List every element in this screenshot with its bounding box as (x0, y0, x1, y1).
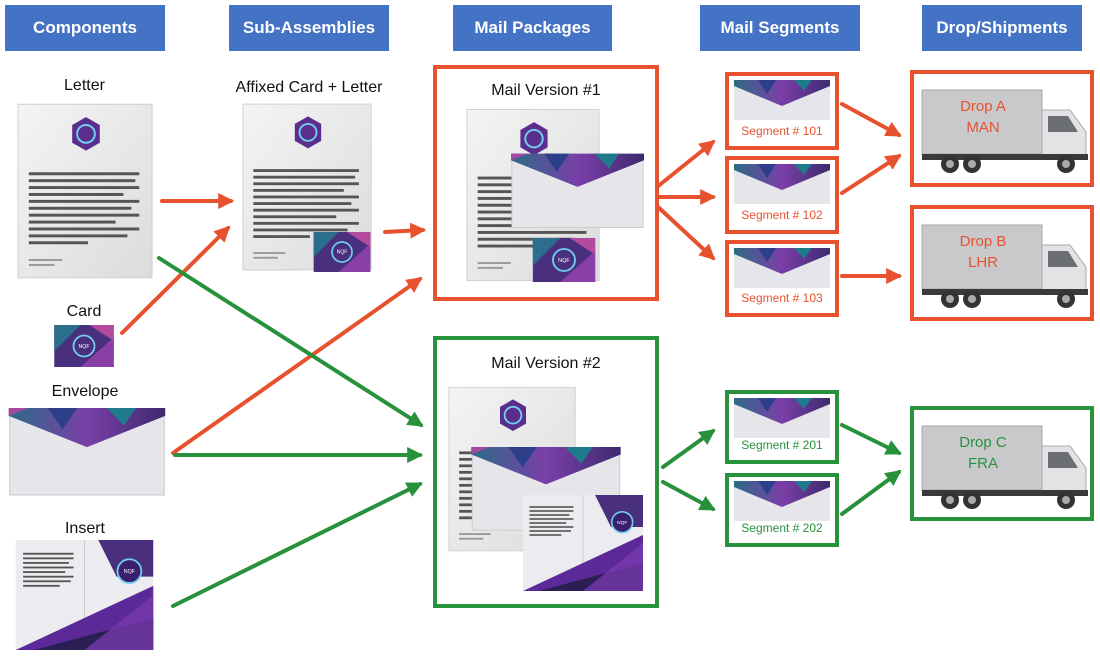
drop-c-code: FRA (968, 455, 998, 472)
header-components: Components (5, 5, 165, 51)
drop-a-text: Drop A MAN (924, 96, 1042, 138)
arrow-envelope-to-version1 (171, 277, 423, 455)
header-mail-segments: Mail Segments (700, 5, 860, 51)
segment-101: Segment # 101 (725, 72, 839, 150)
segment-102-label: Segment # 102 (741, 208, 823, 222)
header-sub-assemblies: Sub-Assemblies (229, 5, 389, 51)
header-drop-shipments: Drop/Shipments (922, 5, 1082, 51)
insert-label: Insert (64, 520, 105, 537)
drop-a-code: MAN (966, 119, 1000, 136)
mail-version-2-label: Mail Version #2 (491, 355, 601, 372)
drop-b-text: Drop B LHR (924, 231, 1042, 273)
segment-201: Segment # 201 (725, 390, 839, 464)
drop-a-name: Drop A (960, 98, 1006, 115)
card-label: Card (66, 303, 102, 320)
header-mail-packages: Mail Packages (453, 5, 612, 51)
arrow-letter-to-version2 (157, 256, 424, 427)
mail-version-1-label: Mail Version #1 (491, 82, 601, 99)
mail-version-1-box: Mail Version #1 (433, 65, 659, 301)
arrow-segment-101-to-drop-a (840, 102, 902, 137)
arrow-segment-202-to-drop-c (840, 470, 902, 516)
segment-103: Segment # 103 (725, 240, 839, 317)
drop-b-name: Drop B (959, 233, 1007, 250)
arrow-version2-to-segment-202 (661, 480, 716, 511)
drop-a: Drop A MAN (910, 70, 1094, 187)
arrow-insert-to-version2 (171, 482, 423, 608)
mail-version-2-box: Mail Version #2 (433, 336, 659, 608)
segment-103-label: Segment # 103 (741, 291, 823, 305)
drop-c-name: Drop C (959, 434, 1007, 451)
arrow-version1-to-segment-101 (655, 139, 716, 189)
arrow-subassembly-to-version1 (383, 222, 427, 239)
arrow-segment-201-to-drop-c (840, 423, 902, 455)
affixed-card-letter-label: Affixed Card + Letter (235, 79, 383, 96)
drop-c-text: Drop C FRA (924, 432, 1042, 474)
envelope-label: Envelope (51, 383, 119, 400)
segment-202: Segment # 202 (725, 473, 839, 547)
arrow-version2-to-segment-201 (661, 429, 716, 469)
arrow-version1-to-segment-103 (655, 204, 716, 261)
arrow-card-to-subassembly (120, 225, 231, 335)
arrow-segment-102-to-drop-a (840, 154, 902, 195)
letter-label: Letter (64, 77, 105, 94)
drop-c: Drop C FRA (910, 406, 1094, 521)
segment-201-label: Segment # 201 (741, 438, 823, 452)
drop-b: Drop B LHR (910, 205, 1094, 321)
segment-102: Segment # 102 (725, 156, 839, 234)
segment-202-label: Segment # 202 (741, 521, 823, 535)
segment-101-label: Segment # 101 (741, 124, 823, 138)
drop-b-code: LHR (967, 254, 998, 271)
